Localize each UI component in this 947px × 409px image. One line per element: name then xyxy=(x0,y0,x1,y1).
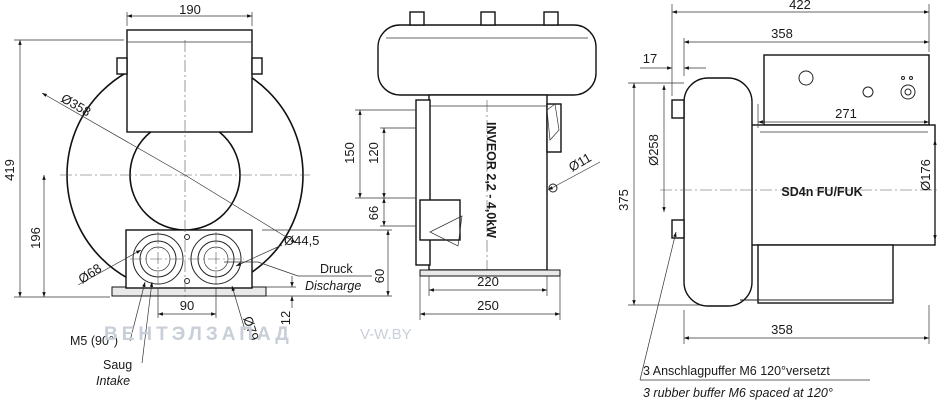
dim-120: 120 xyxy=(366,142,381,164)
watermark-site: V-W.BY xyxy=(360,326,412,343)
right-motor xyxy=(749,124,936,246)
dim-271: 271 xyxy=(835,106,857,121)
right-view: SD4n FU/FUK 422 358 17 271 Ø258 375 xyxy=(616,0,940,400)
dim-d79: Ø79 xyxy=(240,314,262,342)
terminal-box xyxy=(126,29,253,133)
front-view: 190 Ø358 419 196 Ø68 Ø44,5 Druck Dischar… xyxy=(2,2,392,388)
label-model: SD4n FU/FUK xyxy=(781,185,862,199)
dim-17: 17 xyxy=(643,51,657,66)
dim-358-bottom: 358 xyxy=(771,322,793,337)
label-intake: Intake xyxy=(96,374,130,388)
cable-gland-right xyxy=(251,57,263,75)
dim-419: 419 xyxy=(2,159,17,181)
dim-d258: Ø258 xyxy=(646,134,661,166)
note-buffer-de: 3 Anschlagpuffer M6 120°versetzt xyxy=(643,364,830,378)
label-discharge: Discharge xyxy=(305,279,361,293)
port-discharge xyxy=(188,232,244,286)
dim-d44: Ø44,5 xyxy=(284,233,319,248)
dim-190: 190 xyxy=(179,2,201,17)
dim-358-top: 358 xyxy=(771,26,793,41)
label-druck: Druck xyxy=(320,262,353,276)
dim-220: 220 xyxy=(477,274,499,289)
dim-250: 250 xyxy=(477,298,499,313)
dim-150: 150 xyxy=(342,142,357,164)
label-inveor: INVEOR 2,2 - 4,0kW xyxy=(484,122,498,238)
side-top-housing xyxy=(377,24,597,96)
dim-d11: Ø11 xyxy=(566,150,594,175)
watermark-brand: ВЕНТЭЛЗАПАД xyxy=(104,324,293,345)
dim-196: 196 xyxy=(28,227,43,249)
side-view: INVEOR 2,2 - 4,0kW 150 120 66 Ø11 220 25… xyxy=(342,11,601,320)
port-intake xyxy=(130,232,186,286)
dim-d358: Ø358 xyxy=(59,91,94,120)
side-motor-body xyxy=(428,94,548,271)
dim-60: 60 xyxy=(372,269,387,283)
dim-d68: Ø68 xyxy=(75,261,104,287)
dim-375: 375 xyxy=(616,189,631,211)
dim-90: 90 xyxy=(180,298,194,313)
label-saug: Saug xyxy=(103,358,132,372)
note-buffer-en: 3 rubber buffer M6 spaced at 120° xyxy=(643,386,833,400)
dim-422: 422 xyxy=(789,0,811,12)
label-m5: M5 (90°) xyxy=(70,334,118,348)
right-foot-block xyxy=(757,244,894,304)
dim-12: 12 xyxy=(278,311,293,325)
cable-gland-left xyxy=(116,57,128,75)
right-blower-housing xyxy=(683,77,753,307)
dim-66: 66 xyxy=(366,206,381,220)
dim-d176: Ø176 xyxy=(918,159,933,191)
